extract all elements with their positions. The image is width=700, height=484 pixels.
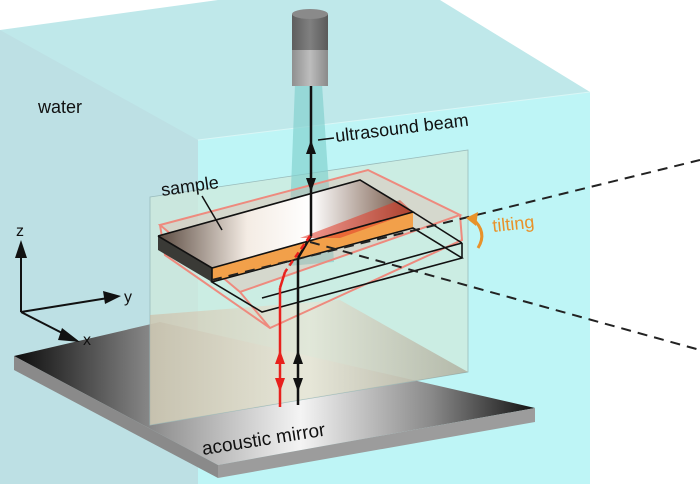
red-arrow-down-icon [275,378,285,392]
tilted-outline-edge [239,291,271,329]
transducer-body-lower [292,50,328,86]
sample-edge [412,211,463,244]
transducer-cap [292,9,328,19]
axis-y-arrow-icon [103,291,121,304]
transducer-body-upper [292,14,328,50]
axis-x-arrow-icon [58,328,80,342]
tilting-arrowhead-icon [466,212,478,226]
black-arrow-up-icon [293,350,303,364]
acoustic-mirror-edge-left [14,356,218,478]
axis-x-line [20,311,69,337]
acoustic-mirror-edge-right [218,408,535,478]
axis-y-line [20,297,109,313]
axis-x-label: x [83,332,91,349]
sample-edge [261,242,463,299]
axis-y-label: y [124,289,132,306]
sample-left-face [158,236,212,282]
reflected-path-bend [278,271,287,289]
beam-arrow-down-icon [306,178,316,192]
axis-z-arrow-icon [15,240,27,258]
sample-red-section [300,200,413,238]
sample-leader [201,195,223,231]
tilting-label: tilting [491,212,535,236]
ultrasound-beam-leader [317,137,335,141]
black-arrow-down-icon [293,378,303,392]
red-arrow-up-icon [275,350,285,364]
reflected-path-dashed [283,235,312,273]
holder-plane-lower [150,300,468,425]
axis-z-label: z [16,223,24,240]
beam-arrow-up-icon [306,140,316,154]
sample-top-face [158,180,413,268]
water-label: water [37,97,82,117]
tank-edge [197,91,591,141]
